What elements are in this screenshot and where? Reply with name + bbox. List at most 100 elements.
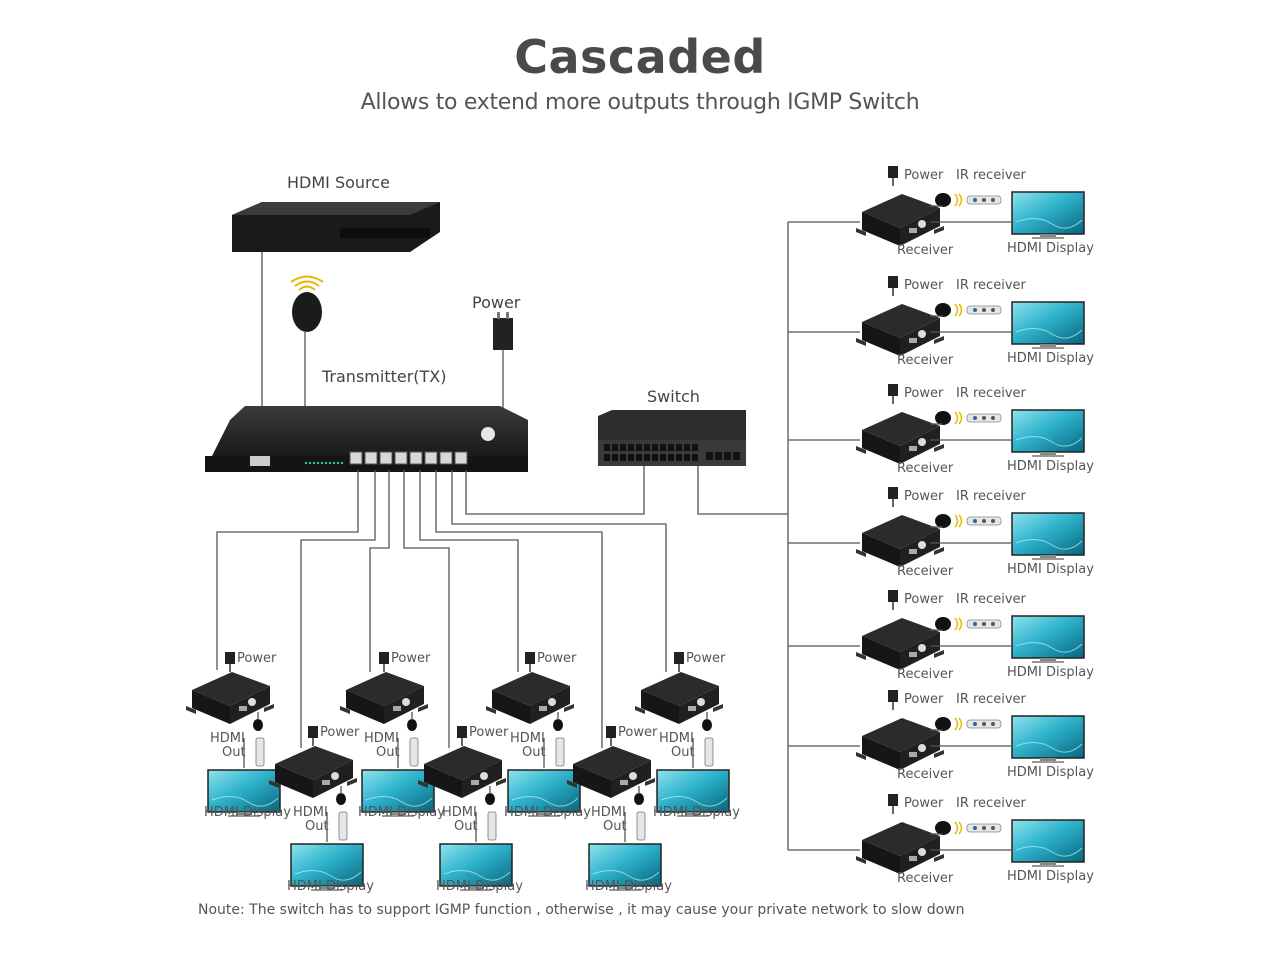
switch-label: Switch bbox=[647, 387, 700, 406]
power-adapter-icon bbox=[524, 651, 536, 673]
status-led bbox=[332, 461, 336, 465]
ethernet-port bbox=[424, 451, 438, 465]
power-label: Power bbox=[320, 725, 360, 740]
switch-port bbox=[660, 444, 666, 451]
switch-port bbox=[628, 444, 634, 451]
ir-receiver-label: IR receiver bbox=[956, 278, 1026, 293]
switch-port bbox=[684, 444, 690, 451]
hdmi-display-label: HDMI Display bbox=[1007, 765, 1094, 780]
connection-cable bbox=[419, 470, 519, 672]
ir-receiver-eye-icon bbox=[702, 719, 712, 731]
remote-control-icon bbox=[966, 619, 1002, 629]
ir-receiver-eye-icon bbox=[935, 617, 951, 631]
hdmi-out-label: HDMI bbox=[442, 805, 477, 820]
page-subtitle: Allows to extend more outputs through IG… bbox=[360, 90, 920, 115]
hdmi-source-top bbox=[232, 202, 440, 215]
remote-control-icon bbox=[338, 811, 348, 841]
power-adapter-icon bbox=[673, 651, 685, 673]
switch-port bbox=[636, 444, 642, 451]
power-label: Power bbox=[904, 489, 944, 504]
hdmi-display-label: HDMI Display bbox=[1007, 562, 1094, 577]
transmitter-label: Transmitter(TX) bbox=[322, 367, 447, 386]
ir-signal-icon bbox=[954, 514, 959, 528]
power-label: Power bbox=[904, 796, 944, 811]
ir-receiver-label: IR receiver bbox=[956, 168, 1026, 183]
hdmi-out-label: Out bbox=[671, 745, 695, 760]
receiver-device bbox=[856, 515, 944, 567]
ethernet-port bbox=[349, 451, 363, 465]
remote-control-icon bbox=[255, 737, 265, 767]
status-led bbox=[336, 461, 340, 465]
ir-receiver-eye-icon bbox=[253, 719, 263, 731]
hdmi-source-label: HDMI Source bbox=[287, 173, 390, 192]
ir-receiver-eye-icon bbox=[485, 793, 495, 805]
ethernet-port bbox=[379, 451, 393, 465]
ethernet-port bbox=[409, 451, 423, 465]
power-label: Power bbox=[904, 386, 944, 401]
remote-control-icon bbox=[636, 811, 646, 841]
hdmi-display-label: HDMI Display bbox=[504, 805, 591, 820]
wifi-icon bbox=[290, 275, 324, 283]
ir-signal-icon bbox=[958, 303, 963, 317]
ir-signal-icon bbox=[954, 193, 959, 207]
status-led bbox=[328, 461, 332, 465]
receiver-label: Receiver bbox=[897, 461, 954, 476]
ir-receiver-eye-icon bbox=[935, 193, 951, 207]
receiver-device bbox=[856, 618, 944, 670]
power-adapter-icon bbox=[307, 725, 319, 747]
remote-control-icon bbox=[966, 413, 1002, 423]
receiver-label: Receiver bbox=[897, 243, 954, 258]
power-adapter-icon bbox=[493, 318, 513, 350]
power-label: Power bbox=[904, 168, 944, 183]
receiver-device bbox=[856, 718, 944, 770]
remote-control-icon bbox=[966, 195, 1002, 205]
power-label-tx: Power bbox=[472, 293, 521, 312]
hdmi-out-label: HDMI bbox=[210, 731, 245, 746]
hdmi-out-label: HDMI bbox=[591, 805, 626, 820]
status-led bbox=[324, 461, 328, 465]
status-led bbox=[316, 461, 320, 465]
connection-cable bbox=[465, 466, 645, 515]
switch-port bbox=[644, 454, 650, 461]
ir-signal-icon bbox=[958, 193, 963, 207]
hdmi-display-icon bbox=[1011, 715, 1085, 764]
ir-signal-icon bbox=[958, 821, 963, 835]
connection-cable bbox=[697, 466, 788, 515]
receiver-label: Receiver bbox=[897, 564, 954, 579]
hdmi-out-label: Out bbox=[305, 819, 329, 834]
switch-port bbox=[620, 454, 626, 461]
receiver-device bbox=[635, 672, 723, 724]
hdmi-display-label: HDMI Display bbox=[585, 879, 672, 894]
switch-port bbox=[692, 454, 698, 461]
connection-cable bbox=[369, 470, 390, 672]
hdmi-out-label: Out bbox=[522, 745, 546, 760]
connection-cable bbox=[435, 470, 603, 748]
hdmi-display-icon bbox=[1011, 615, 1085, 664]
switch-port bbox=[668, 454, 674, 461]
switch-front bbox=[598, 440, 746, 466]
switch-port bbox=[644, 444, 650, 451]
switch-port bbox=[676, 454, 682, 461]
wifi-icon bbox=[294, 280, 320, 287]
ethernet-port bbox=[394, 451, 408, 465]
switch-uplink-port bbox=[733, 452, 740, 460]
power-label: Power bbox=[537, 651, 577, 666]
switch-port bbox=[684, 454, 690, 461]
switch-port bbox=[604, 454, 610, 461]
receiver-label: Receiver bbox=[897, 767, 954, 782]
ethernet-port bbox=[454, 451, 468, 465]
status-led bbox=[308, 461, 312, 465]
remote-control-icon bbox=[966, 719, 1002, 729]
ir-receiver-label: IR receiver bbox=[956, 692, 1026, 707]
power-adapter-prong bbox=[506, 312, 509, 319]
power-adapter-icon bbox=[887, 165, 899, 187]
power-label: Power bbox=[469, 725, 509, 740]
hdmi-display-label: HDMI Display bbox=[1007, 459, 1094, 474]
switch-port bbox=[668, 444, 674, 451]
receiver-label: Receiver bbox=[897, 871, 954, 886]
hdmi-out-label: HDMI bbox=[659, 731, 694, 746]
receiver-device bbox=[856, 412, 944, 464]
power-adapter-icon bbox=[605, 725, 617, 747]
power-adapter-icon bbox=[378, 651, 390, 673]
